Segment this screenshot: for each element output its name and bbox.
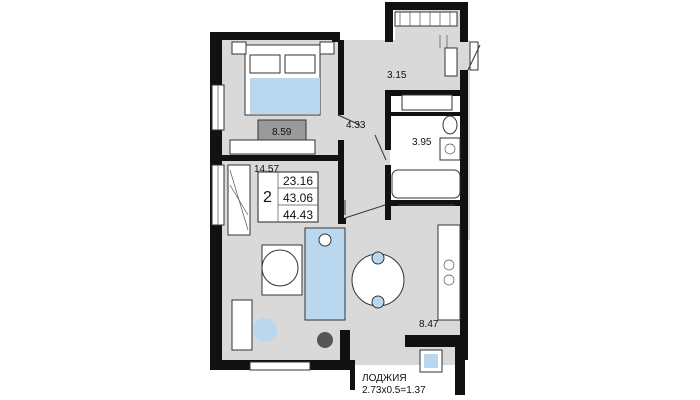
bathroom-fixtures bbox=[391, 35, 461, 206]
loggia-label: ЛОДЖИЯ bbox=[362, 373, 407, 384]
room-count: 2 bbox=[263, 189, 272, 206]
windows bbox=[211, 11, 479, 371]
room-labels: 8.59 3.15 4.33 3.95 14.57 8.47 ЛОДЖИЯ 2.… bbox=[254, 70, 439, 396]
area-summary-box: 2 23.16 43.06 44.43 bbox=[257, 171, 319, 223]
bathroom-area-label: 3.95 bbox=[412, 137, 432, 148]
living-room-area-label: 14.57 bbox=[254, 164, 279, 175]
corridor-area-label: 4.33 bbox=[346, 120, 366, 131]
wardrobe-hangers bbox=[399, 12, 451, 26]
loggia-formula-label: 2.73x0.5=1.37 bbox=[362, 385, 426, 396]
kitchen-furniture bbox=[351, 224, 461, 373]
bedroom-area-label: 8.59 bbox=[272, 127, 292, 138]
hall-area-label: 3.15 bbox=[387, 70, 407, 81]
bedroom-furniture bbox=[229, 41, 335, 155]
living-area-value: 23.16 bbox=[283, 174, 313, 188]
interior-walls bbox=[222, 40, 465, 224]
total-area-with-loggia-value: 44.43 bbox=[283, 208, 313, 222]
total-area-value: 43.06 bbox=[283, 191, 313, 205]
door-swings bbox=[337, 44, 481, 219]
kitchen-area-label: 8.47 bbox=[419, 319, 439, 330]
living-room-furniture bbox=[227, 164, 346, 351]
